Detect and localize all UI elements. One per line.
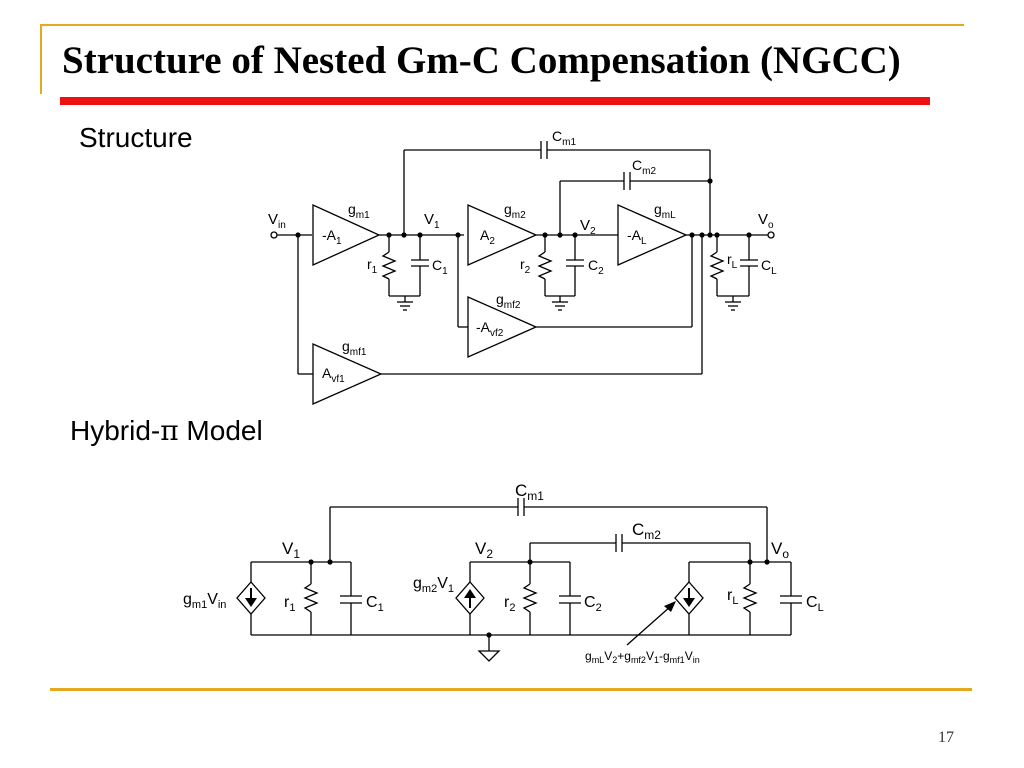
label-amp-avf2: -Avf2 — [476, 319, 504, 339]
hybrid-arrows — [245, 559, 770, 638]
label-amp-avf1: Avf1 — [322, 365, 345, 385]
label-c1: C1 — [432, 257, 448, 277]
amp-a2 — [467, 204, 538, 266]
label-vo: Vo — [758, 211, 774, 231]
label-gmf2: gmf2 — [496, 291, 521, 311]
amp-al — [617, 204, 688, 266]
frame-top-accent — [40, 24, 964, 26]
slide-title: Structure of Nested Gm-C Compensation (N… — [62, 39, 901, 82]
label-v1: V1 — [424, 211, 440, 231]
hybrid-label-cl: CL — [806, 594, 824, 614]
hybrid-label-rl: rL — [727, 587, 738, 607]
structure-schematic-wires — [270, 141, 775, 405]
label-cm1: Cm1 — [552, 128, 576, 148]
hybrid-label-r2: r2 — [504, 594, 515, 614]
label-gmf1: gmf1 — [342, 338, 367, 358]
amp-avf2 — [467, 296, 538, 358]
label-cl: CL — [761, 257, 777, 277]
arrow-up-icon — [464, 589, 476, 598]
title-underline-bar — [60, 97, 930, 105]
label-v2: V2 — [580, 217, 596, 237]
label-rl: rL — [727, 251, 738, 271]
hybrid-label-c1: C1 — [366, 594, 384, 614]
hybrid-label-vo: Vo — [771, 539, 789, 561]
hybrid-label-cm1: Cm1 — [515, 481, 544, 503]
hybrid-label-current-equation: gmLV2+gmf2V1-gmf1Vin — [585, 649, 700, 665]
arrow-down-icon — [250, 588, 252, 600]
hybrid-label-r1: r1 — [284, 594, 295, 614]
pointer-arrowhead — [664, 601, 676, 612]
label-amp-a2: A2 — [480, 227, 495, 247]
vo-terminal — [767, 231, 775, 239]
hybrid-pi-heading: Hybrid-π Model — [70, 414, 263, 447]
label-amp-a1: -A1 — [322, 227, 342, 247]
footer-rule — [50, 688, 972, 691]
structure-junction-dots — [295, 178, 752, 238]
amp-avf1 — [312, 343, 383, 405]
label-gm2: gm2 — [504, 201, 526, 221]
label-gm1: gm1 — [348, 201, 370, 221]
hybrid-label-gm2v1: gm2V1 — [413, 575, 454, 595]
hybrid-label-v1: V1 — [282, 539, 300, 561]
page-number: 17 — [938, 729, 954, 746]
label-vin: Vin — [268, 211, 286, 231]
hybrid-label-c2: C2 — [584, 594, 602, 614]
hybrid-schematic-wires — [236, 498, 802, 662]
label-gml: gmL — [654, 201, 676, 221]
frame-left-accent — [40, 24, 42, 94]
hybrid-label-gm1vin: gm1Vin — [183, 591, 226, 611]
amp-a1 — [312, 203, 381, 267]
structure-heading: Structure — [79, 122, 193, 153]
label-amp-al: -AL — [627, 227, 647, 247]
hybrid-label-v2: V2 — [475, 539, 493, 561]
label-c2: C2 — [588, 257, 604, 277]
label-r1: r1 — [367, 256, 378, 276]
label-cm2: Cm2 — [632, 157, 656, 177]
vin-terminal — [270, 231, 278, 239]
hybrid-label-cm2: Cm2 — [632, 520, 661, 542]
label-r2: r2 — [520, 256, 531, 276]
